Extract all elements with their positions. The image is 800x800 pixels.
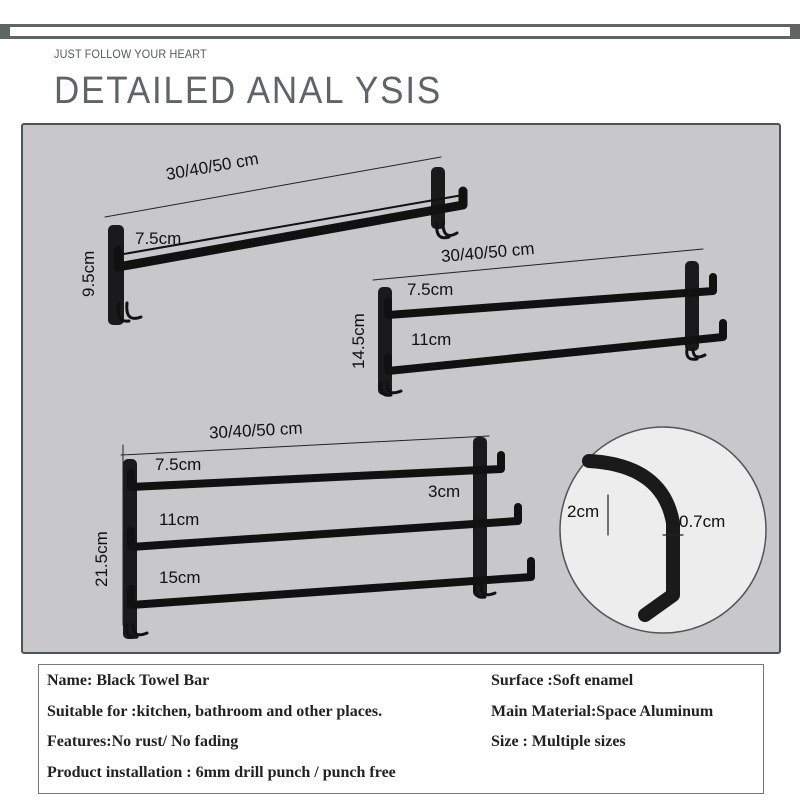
profile-thickness-label: 0.7cm [679, 512, 726, 531]
spec-installation: Product installation : 6mm drill punch /… [47, 764, 396, 781]
spec-size: Size : Multiple sizes [491, 733, 626, 750]
triple-towel-bar [123, 437, 535, 639]
triple-bar-depth1-label: 7.5cm [155, 455, 202, 474]
double-bar-depth2-label: 11cm [411, 330, 452, 349]
double-bar-height-label: 14.5cm [349, 313, 368, 369]
spec-suitable: Suitable for :kitchen, bathroom and othe… [47, 703, 383, 720]
profile-detail-circle [559, 426, 767, 634]
dimension-diagram-panel: 30/40/50 cm 7.5cm 9.5cm 30/40/50 cm 7.5c… [21, 123, 781, 654]
spec-name: Name: Black Towel Bar [47, 672, 210, 689]
single-towel-bar [108, 167, 468, 325]
single-bar-height-label: 9.5cm [79, 250, 98, 297]
towel-bar-illustrations [104, 156, 767, 639]
triple-bar-depth2-label: 11cm [159, 510, 200, 529]
top-border-band [0, 24, 800, 39]
spec-features: Features:No rust/ No fading [47, 733, 239, 750]
subtitle: JUST FOLLOW YOUR HEART [54, 47, 207, 61]
triple-bar-depth3-label: 15cm [159, 568, 201, 587]
double-towel-bar [378, 261, 727, 397]
product-specs-box: Name: Black Towel Bar Surface :Soft enam… [38, 664, 764, 794]
single-bar-depth-label: 7.5cm [135, 229, 182, 248]
page-title: DETAILED ANAL YSIS [54, 70, 443, 112]
profile-width-label: 2cm [567, 502, 600, 521]
spec-material: Main Material:Space Aluminum [491, 703, 714, 720]
triple-bar-height-label: 21.5cm [92, 531, 111, 587]
double-bar-depth1-label: 7.5cm [407, 280, 454, 299]
spec-surface: Surface :Soft enamel [491, 672, 634, 689]
triple-bar-spacing-label: 3cm [428, 482, 461, 501]
